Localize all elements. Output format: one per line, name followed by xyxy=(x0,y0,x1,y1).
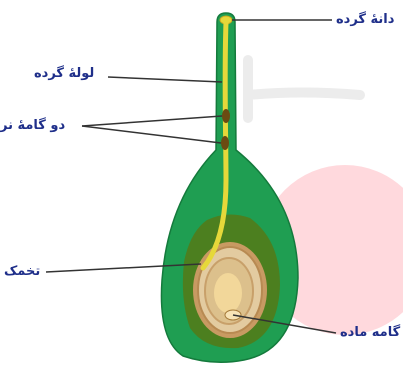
male-gamete-1 xyxy=(222,109,230,123)
male-gamete-2 xyxy=(221,136,229,150)
label-ovule: تخمک xyxy=(4,264,40,280)
ovule xyxy=(193,242,267,338)
leader-male-gamete-1 xyxy=(82,116,222,126)
leader-male-gamete-2 xyxy=(82,126,221,143)
label-female-gamete: گامه ماده xyxy=(340,325,400,341)
ovule-core xyxy=(214,273,242,313)
watermark-glyph xyxy=(248,60,360,118)
label-pollen-grain: دانهٔ گرده xyxy=(336,12,394,28)
leader-pollen-tube xyxy=(108,77,222,82)
label-pollen-tube: لولهٔ گرده xyxy=(34,66,94,82)
label-two-male-gametes: دو گامهٔ نر xyxy=(0,118,65,134)
